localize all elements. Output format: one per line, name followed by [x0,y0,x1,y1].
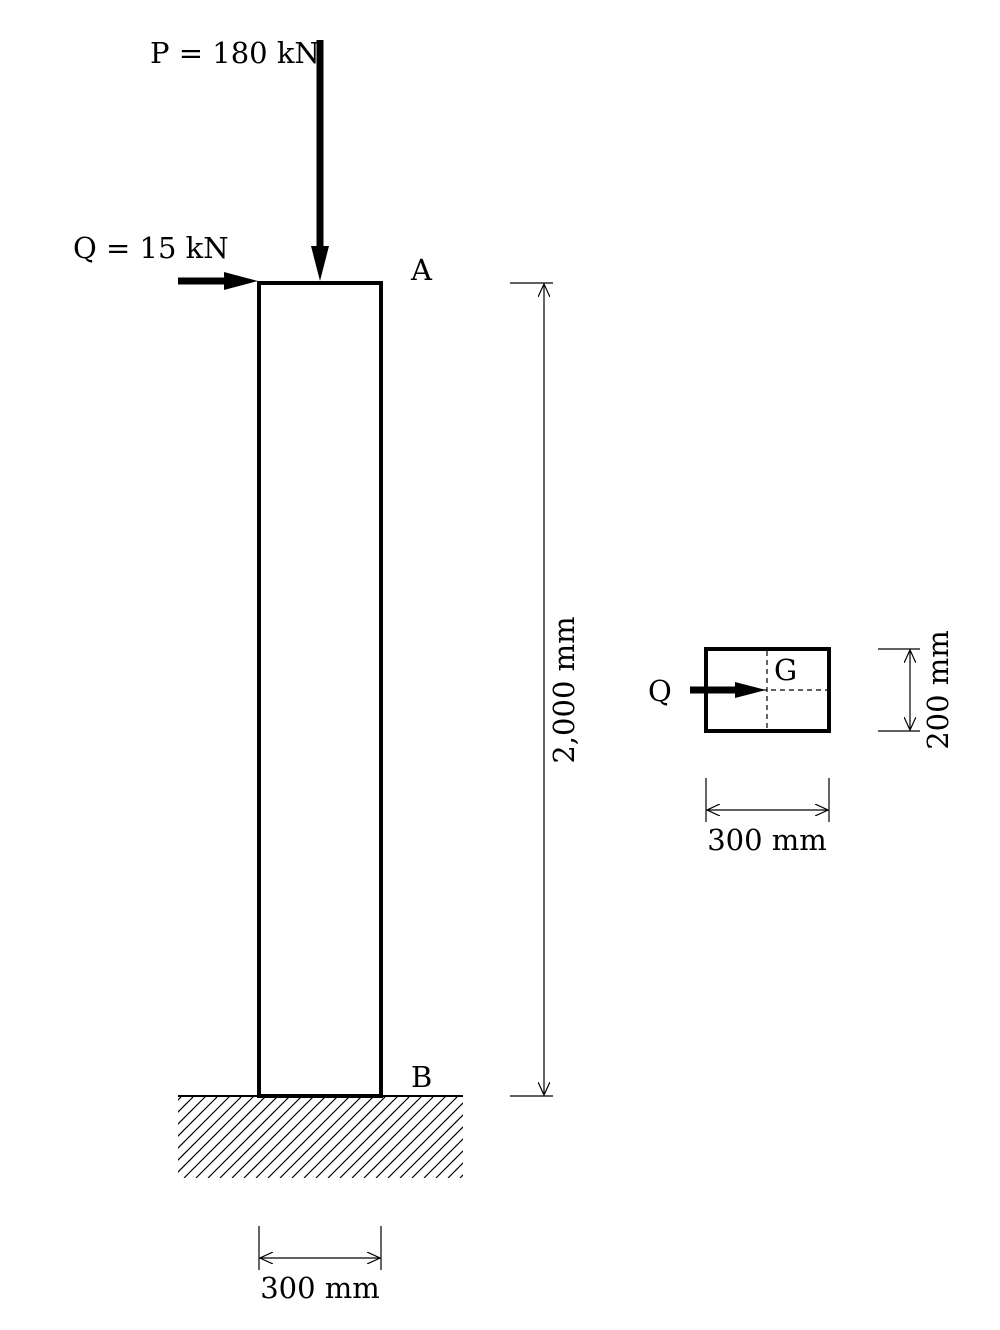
cross-section: Q G 300 mm 200 mm [648,630,955,857]
hatch-line [375,1096,459,1178]
hatch-line [399,1114,463,1178]
ground-hatching [178,1096,554,1178]
point-b-label: B [411,1060,432,1094]
hatch-line [472,1096,554,1178]
hatch-line [327,1096,411,1178]
section-q-label: Q [648,674,672,708]
load-q-label: Q = 15 kN [73,231,229,265]
hatch-line [459,1174,463,1178]
hatch-line [231,1096,315,1178]
column [257,281,383,1098]
hatch-line [411,1126,463,1178]
section-height-label: 200 mm [921,630,955,750]
hatch-line [243,1096,327,1178]
hatch-line [351,1096,435,1178]
hatch-line [178,1096,231,1149]
load-q: Q = 15 kN [73,231,258,290]
hatch-line [178,1096,195,1113]
hatch-line [178,1096,255,1173]
load-q-arrowhead [224,272,258,290]
load-p-arrowhead [311,246,329,281]
hatch-line [387,1102,463,1178]
hatch-line [178,1096,219,1137]
hatch-line [291,1096,375,1178]
hatch-line [363,1096,447,1178]
hatch-line [315,1096,399,1178]
height-dimension: 2,000 mm [510,282,581,1097]
hatch-line [339,1096,423,1178]
base-width-dimension: 300 mm [258,1226,382,1305]
centroid-label: G [774,653,797,687]
section-q-arrowhead [735,682,766,698]
hatch-line [207,1096,291,1178]
hatch-line [255,1096,339,1178]
hatch-line [447,1162,463,1178]
height-label: 2,000 mm [547,616,581,763]
section-width-label: 300 mm [707,823,827,857]
hatch-line [183,1096,267,1178]
hatch-line [178,1096,183,1101]
point-a-label: A [410,253,433,287]
hatch-line [423,1138,463,1178]
hatch-line [195,1096,279,1178]
base-width-label: 300 mm [260,1271,380,1305]
hatch-line [303,1096,387,1178]
hatch-line [279,1096,363,1178]
load-p-label: P = 180 kN [150,36,320,70]
hatch-line [435,1150,463,1178]
ground-support [178,1095,554,1178]
hatch-line [219,1096,303,1178]
hatch-line [267,1096,351,1178]
load-p: P = 180 kN [150,36,329,281]
hatch-line [178,1096,207,1125]
hatch-line [178,1096,243,1161]
